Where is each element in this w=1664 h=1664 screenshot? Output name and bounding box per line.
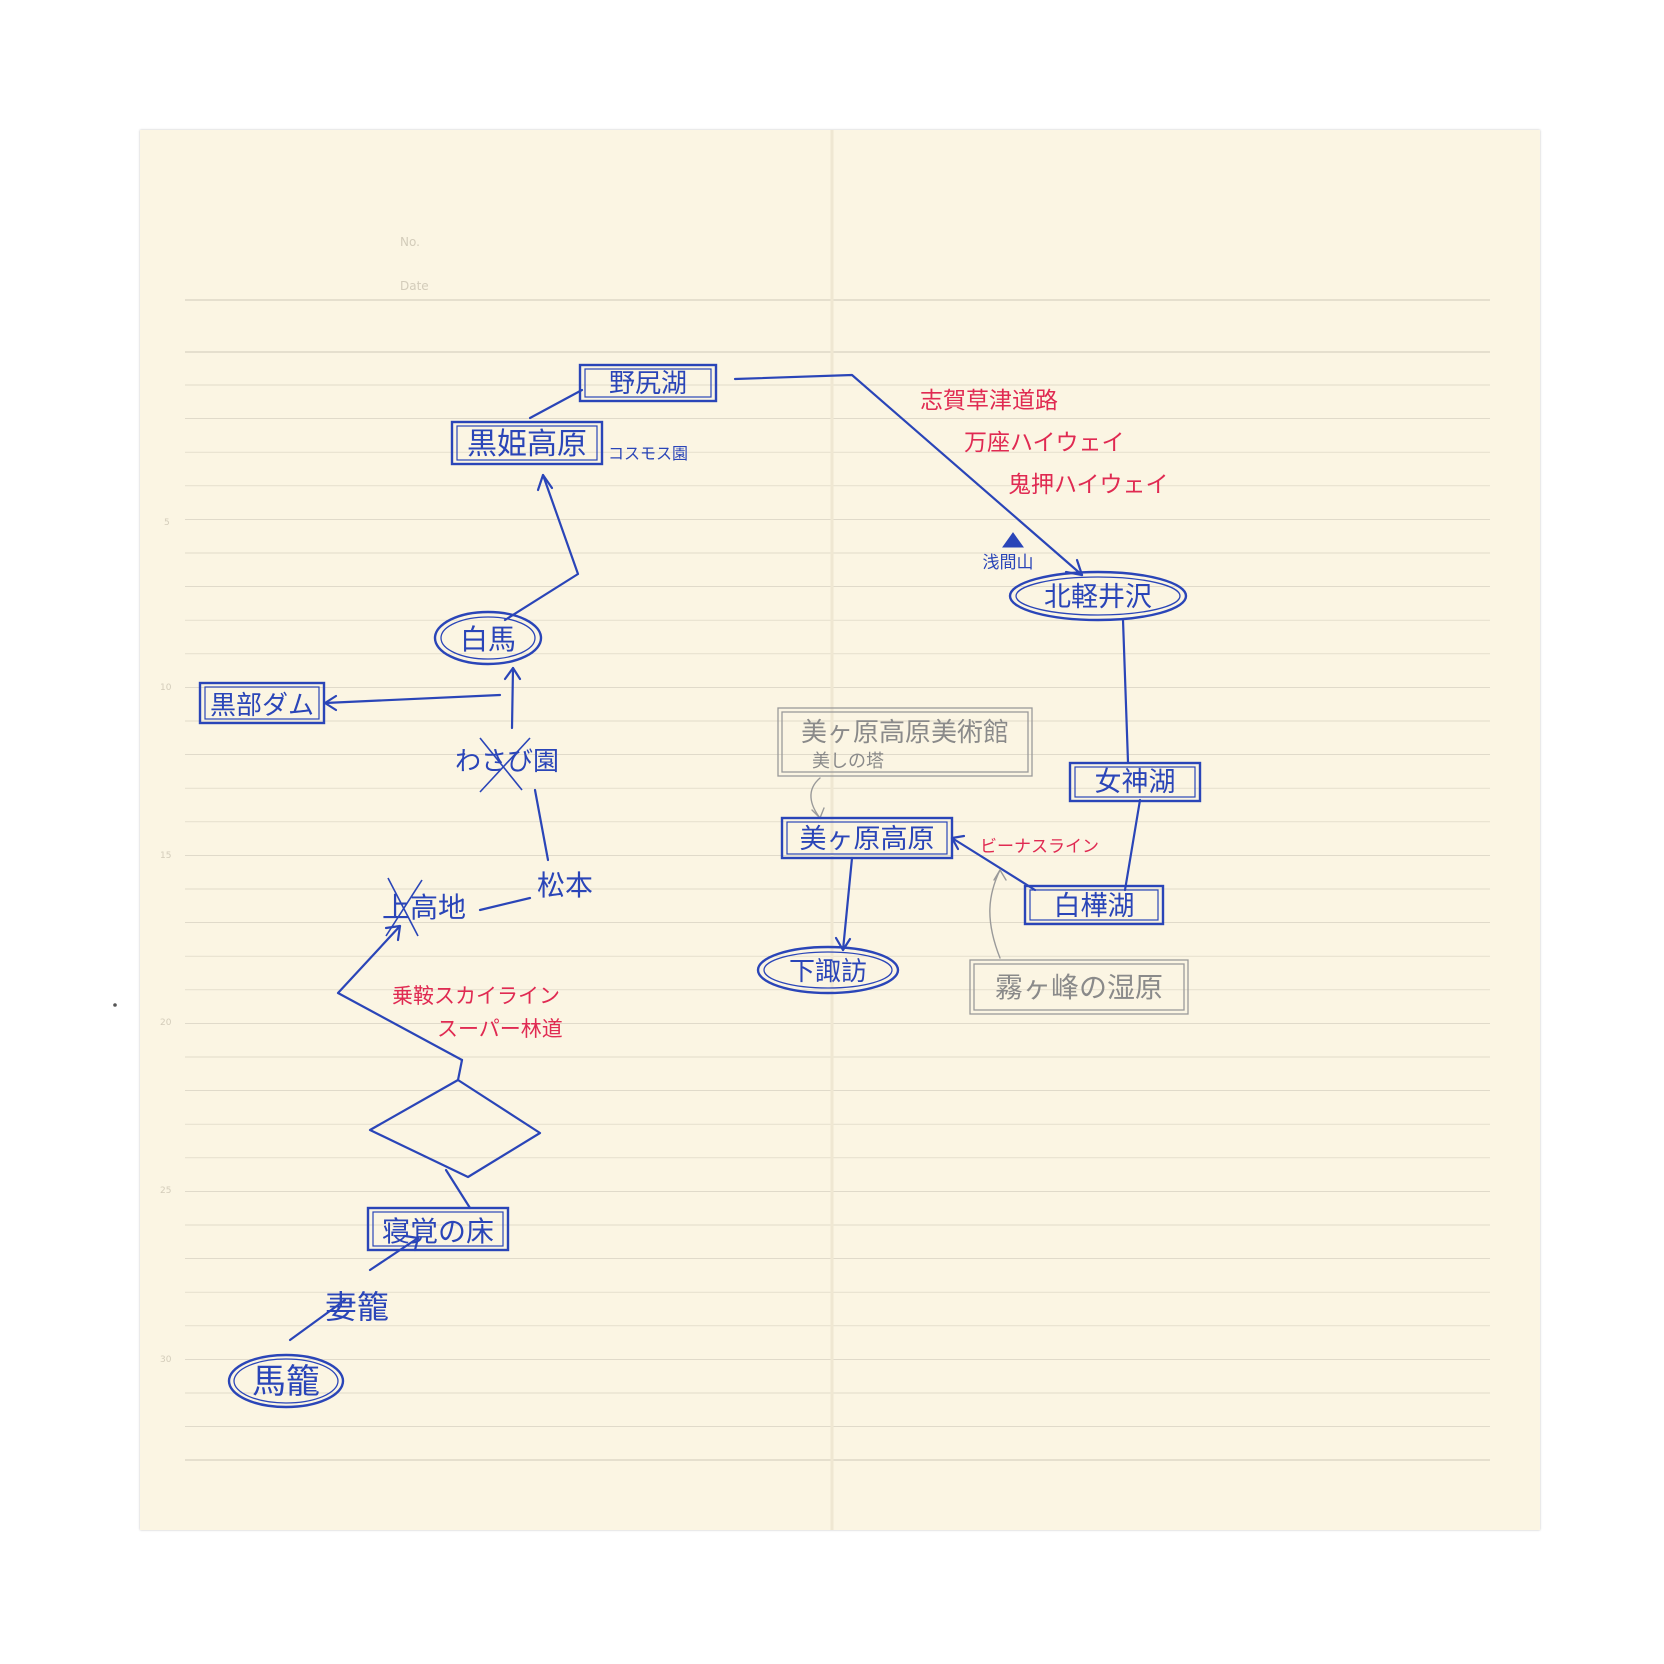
edge-to-kurobe	[323, 693, 502, 705]
edge-wasabi-hakuba	[510, 666, 515, 730]
paper-sheet	[140, 130, 1540, 1530]
route-labels: 乗鞍スカイライン スーパー林道 志賀草津道路 万座ハイウェイ 鬼押ハイウェイ ビ…	[392, 388, 1169, 1041]
museum-box	[777, 707, 1033, 777]
node-utsukushigahara: 美ヶ原高原	[800, 824, 935, 855]
pencil-boxes	[777, 707, 1189, 1015]
kurobe-box	[198, 681, 326, 725]
node-megami: 女神湖	[1095, 767, 1176, 798]
node-museum: 美ヶ原高原美術館	[801, 718, 1009, 748]
node-shirakaba: 白樺湖	[1054, 891, 1135, 922]
node-magome: 馬籠	[252, 1362, 320, 1402]
node-museum-note: 美しの塔	[812, 751, 884, 772]
node-matsumoto: 松本	[537, 869, 593, 902]
arrowhead-hakuba	[503, 666, 522, 681]
megami-box	[1068, 761, 1202, 803]
route-venus-line: ビーナスライン	[980, 837, 1099, 857]
kitakaruizawa-ellipse	[1008, 570, 1188, 622]
route-norikura: 乗鞍スカイライン	[392, 984, 560, 1008]
edge-kamikochi-matsumoto	[478, 896, 532, 912]
edge-kirigamine-venus	[989, 869, 1001, 959]
edge-nojiri-kitakaruizawa	[733, 373, 1084, 577]
edge-utsukushigahara-shimosuwa	[841, 856, 854, 952]
edge-tsumago-nezame	[368, 1236, 420, 1272]
cross-out-marks	[385, 737, 531, 937]
cross-kamikochi-a	[387, 877, 419, 937]
node-kurobe: 黒部ダム	[210, 691, 314, 721]
pencil-labels: 美ヶ原高原美術館 美しの塔 霧ヶ峰の湿原	[801, 718, 1163, 1004]
stray-mark	[113, 1003, 117, 1007]
node-labels: 馬籠 妻籠 寝覚の床 上高地 松本 わさび園 黒部ダム 白馬 黒姫高原 コスモス…	[210, 369, 1176, 1402]
header-no: No.	[400, 235, 420, 249]
line-number-10: 10	[160, 683, 172, 693]
shimosuwa-ellipse	[756, 945, 900, 995]
node-shapes	[198, 363, 1202, 1409]
kurohime-box	[450, 420, 604, 466]
node-kitakaruizawa: 北軽井沢	[1044, 582, 1152, 613]
edge-shirakaba-utsukushigahara	[950, 836, 1037, 892]
node-kirigamine: 霧ヶ峰の湿原	[995, 971, 1163, 1004]
line-number-30: 30	[160, 1355, 172, 1365]
nezame-box	[366, 1206, 510, 1252]
node-kurohime: 黒姫高原	[467, 427, 587, 462]
route-onioshi: 鬼押ハイウェイ	[1008, 472, 1169, 498]
node-hakuba: 白馬	[460, 623, 516, 656]
pencil-connectors	[810, 777, 1007, 959]
edge-to-kamikochi	[336, 924, 464, 1062]
route-shiga-kusatsu: 志賀草津道路	[920, 388, 1058, 414]
nojiri-box	[578, 363, 718, 403]
edge-diamond-up	[456, 1058, 464, 1082]
blue-connectors	[288, 373, 1142, 1342]
node-shimosuwa: 下諏訪	[789, 957, 867, 987]
edge-nezame-diamond	[444, 1168, 472, 1210]
hakuba-ellipse	[433, 610, 543, 666]
edge-magome-tsumago	[288, 1298, 347, 1342]
arrowhead-shimosuwa	[834, 936, 852, 952]
node-asama: 浅間山	[983, 553, 1034, 573]
utsukushigahara-box	[780, 816, 954, 860]
cross-wasabi-b	[479, 737, 531, 793]
node-tsumago: 妻籠	[325, 1288, 389, 1326]
node-wasabi: わさび園	[455, 747, 559, 777]
cross-kamikochi-b	[385, 879, 423, 937]
node-nezame: 寝覚の床	[382, 1215, 494, 1248]
header-date: Date	[400, 279, 429, 293]
shirakaba-box	[1023, 884, 1165, 926]
line-number-20: 20	[160, 1018, 172, 1028]
arrowhead-kurohime	[536, 473, 554, 492]
edge-kurohime-nojiri	[528, 388, 584, 420]
magome-ellipse	[227, 1353, 345, 1409]
node-kurohime-note: コスモス園	[608, 444, 688, 463]
node-nojiri: 野尻湖	[609, 369, 687, 399]
line-number-5: 5	[164, 518, 170, 528]
edge-kitakaruizawa-megami	[1121, 618, 1130, 764]
line-number-25: 25	[160, 1186, 171, 1196]
edge-megami-shirakaba	[1123, 798, 1142, 892]
edge-museum-utsukushigahara	[810, 777, 821, 819]
line-number-15: 15	[160, 851, 171, 861]
node-kamikochi: 上高地	[382, 891, 466, 924]
edge-matsumoto-wasabi	[533, 788, 550, 862]
route-manza: 万座ハイウェイ	[964, 430, 1125, 456]
route-super-rindo: スーパー林道	[437, 1017, 563, 1041]
cross-wasabi-a	[479, 737, 523, 791]
ruled-lines	[185, 299, 1490, 1461]
mountain-icon	[1002, 532, 1024, 548]
diamond-shape	[368, 1078, 542, 1179]
edge-hakuba-kurohime	[503, 473, 580, 622]
kirigamine-box	[969, 959, 1189, 1015]
